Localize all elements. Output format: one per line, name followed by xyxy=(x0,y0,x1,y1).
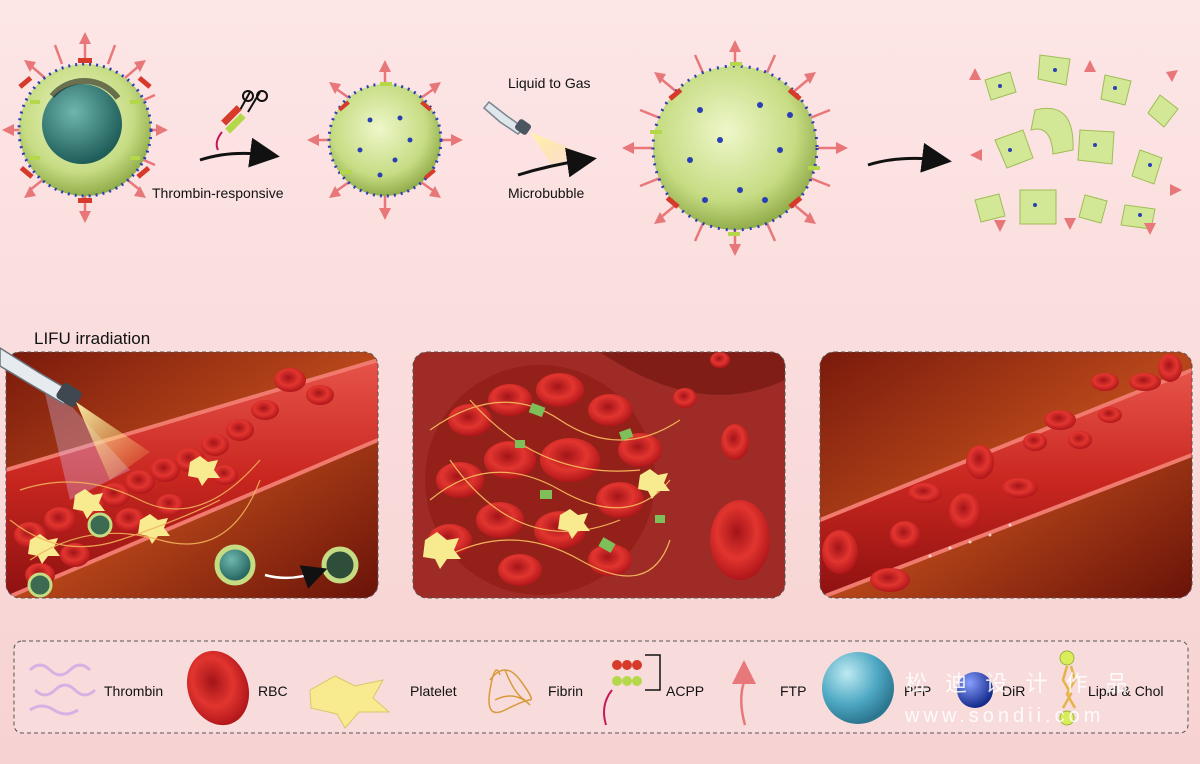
label-liquid-to-gas: Liquid to Gas xyxy=(508,75,591,91)
panel-thrombus-lifu xyxy=(0,347,379,599)
acpp-icon xyxy=(603,654,661,726)
dir-icon xyxy=(957,672,993,708)
nanoparticle-cleaved xyxy=(307,60,463,220)
legend-label-acpp: ACPP xyxy=(666,683,705,699)
legend-label-fibrin: Fibrin xyxy=(548,683,584,699)
ultrasound-probe-icon xyxy=(482,100,575,170)
legend-label-lipid-chol: Lipid & Chol xyxy=(1088,683,1164,699)
legend-label-rbc: RBC xyxy=(258,683,288,699)
panel-clot-dissolving xyxy=(412,351,786,599)
ftp-icon xyxy=(732,660,756,726)
label-microbubble: Microbubble xyxy=(508,185,585,201)
label-thrombin-responsive: Thrombin-responsive xyxy=(152,185,284,201)
legend-label-thrombin: Thrombin xyxy=(104,683,164,699)
microbubble xyxy=(622,40,848,256)
legend-label-pfp: PFP xyxy=(904,683,932,699)
legend-label-dir: DiR xyxy=(1002,683,1026,699)
lipid-chol-icon xyxy=(1059,650,1077,726)
watermark-text-url: www.sondii.com xyxy=(905,705,1105,727)
arrow-thrombin xyxy=(199,137,280,168)
pfp-icon xyxy=(822,652,894,724)
acpp-fragment-icon xyxy=(215,105,246,151)
legend-box xyxy=(13,640,1189,734)
nanoparticle-intact xyxy=(2,32,168,223)
platelet-icon xyxy=(309,675,391,729)
thrombin-icon xyxy=(28,663,97,716)
bubble-fragments xyxy=(969,54,1182,235)
rbc-icon xyxy=(186,650,250,726)
watermark-text-cn: 松 迪 设 计 作 品 xyxy=(905,671,1134,696)
arrow-burst xyxy=(867,142,952,173)
arrow-microbubble xyxy=(517,147,597,178)
legend-label-ftp: FTP xyxy=(780,683,807,699)
scissors-icon xyxy=(239,90,268,113)
panel-vessel-recanalized xyxy=(819,351,1193,599)
lifu-probe-icon xyxy=(0,347,150,480)
fibrin-icon xyxy=(488,669,532,714)
label-lifu-irradiation: LIFU irradiation xyxy=(34,329,151,348)
legend-label-platelet: Platelet xyxy=(410,683,457,699)
